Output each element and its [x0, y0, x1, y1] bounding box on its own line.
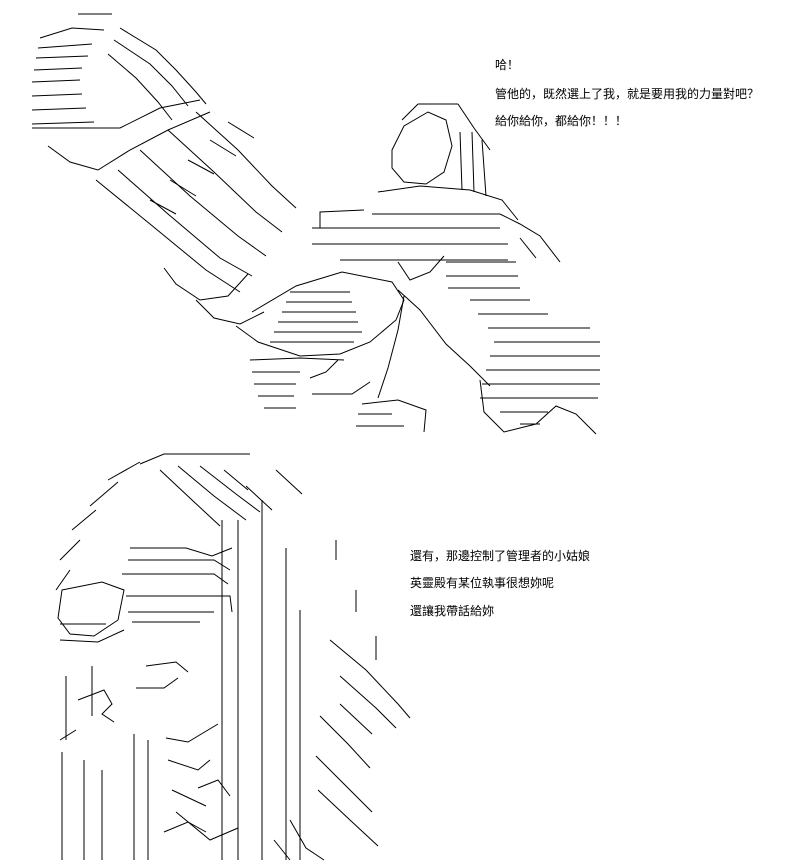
- hammer-head: [31, 13, 211, 171]
- panel-top-art: [31, 13, 600, 435]
- character-face: [57, 547, 233, 740]
- character-body: [59, 639, 411, 861]
- character-figure: [312, 103, 600, 435]
- bottom-dialogue-line-1: 還有，那邊控制了管理者的小姑娘: [410, 549, 591, 563]
- character-hair: [55, 453, 377, 860]
- top-dialogue-line-2: 管他的，既然選上了我，就是要用我的力量對吧？: [495, 87, 760, 101]
- bottom-dialogue-line-2: 英靈殿有某位執事很想妳呢: [410, 576, 555, 590]
- fist-and-arm: [235, 271, 405, 409]
- hammer-handle: [95, 111, 297, 325]
- top-dialogue-line-1: 哈！: [495, 58, 520, 72]
- bottom-dialogue-line-3: 還讓我帶話給妳: [410, 604, 495, 618]
- panel-bottom-art: [55, 453, 411, 861]
- top-dialogue-line-3: 給你給你，都給你！！！: [495, 114, 628, 128]
